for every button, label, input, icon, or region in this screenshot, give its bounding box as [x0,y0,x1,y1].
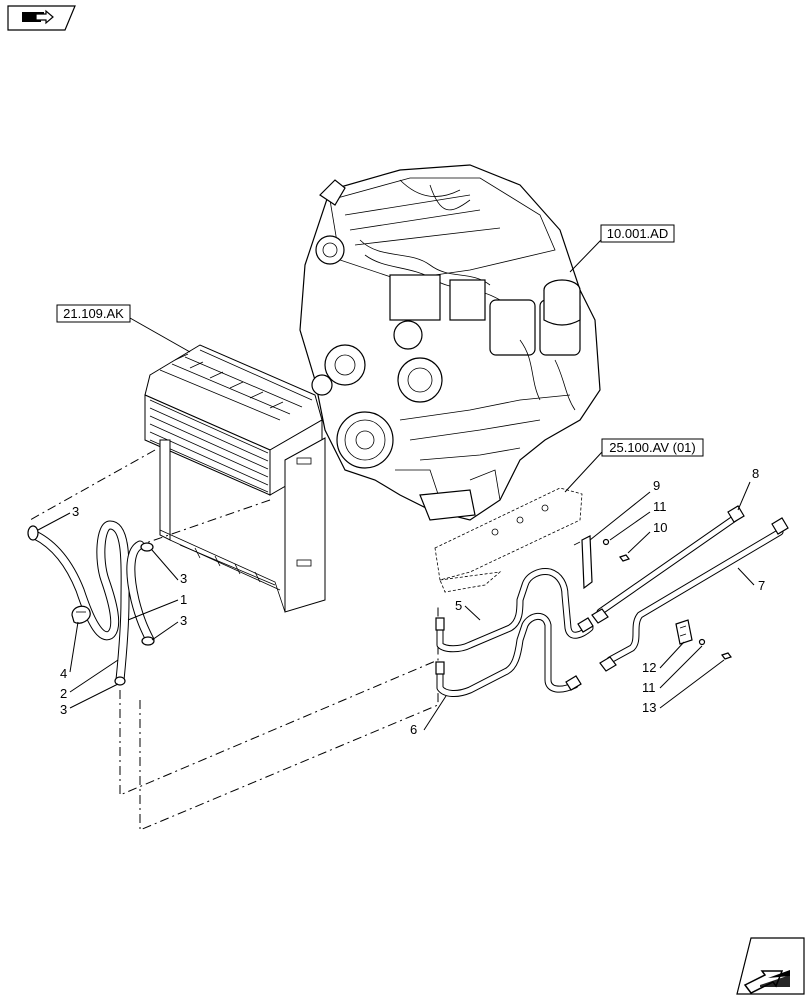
callouts: 3 3 1 3 4 2 3 5 6 7 8 9 11 [37,466,765,737]
callout-10: 10 [653,520,667,535]
callout-1: 1 [180,592,187,607]
hose-assembly [27,520,155,686]
callout-5: 5 [455,598,462,613]
ref-engine[interactable]: 10.001.AD [569,224,675,273]
callout-6: 6 [410,722,417,737]
ref-cooler-label: 21.109.AK [63,306,124,321]
frame-outline [434,487,583,593]
callout-11b: 11 [642,680,656,695]
callout-11a: 11 [653,499,667,514]
callout-3c: 3 [180,613,187,628]
hardware-parts [573,535,732,660]
callout-3a: 3 [72,504,79,519]
callout-7: 7 [758,578,765,593]
callout-3b: 3 [180,571,187,586]
callout-12: 12 [642,660,656,675]
callout-3d: 3 [60,702,67,717]
oil-cooler-illustration [144,344,326,613]
ref-cooler[interactable]: 21.109.AK [56,304,191,353]
engine-illustration [299,164,601,521]
ref-engine-label: 10.001.AD [607,226,668,241]
callout-13: 13 [642,700,656,715]
callout-4: 4 [60,666,67,681]
callout-2: 2 [60,686,67,701]
ref-frame[interactable]: 25.100.AV (01) [564,438,704,493]
callout-8: 8 [752,466,759,481]
book-arrow-icon[interactable] [7,5,76,31]
tube-assembly [435,505,789,697]
assembly-leader-lines [29,449,439,831]
callout-9: 9 [653,478,660,493]
ref-frame-label: 25.100.AV (01) [609,440,695,455]
next-page-arrow-icon[interactable] [736,937,805,995]
